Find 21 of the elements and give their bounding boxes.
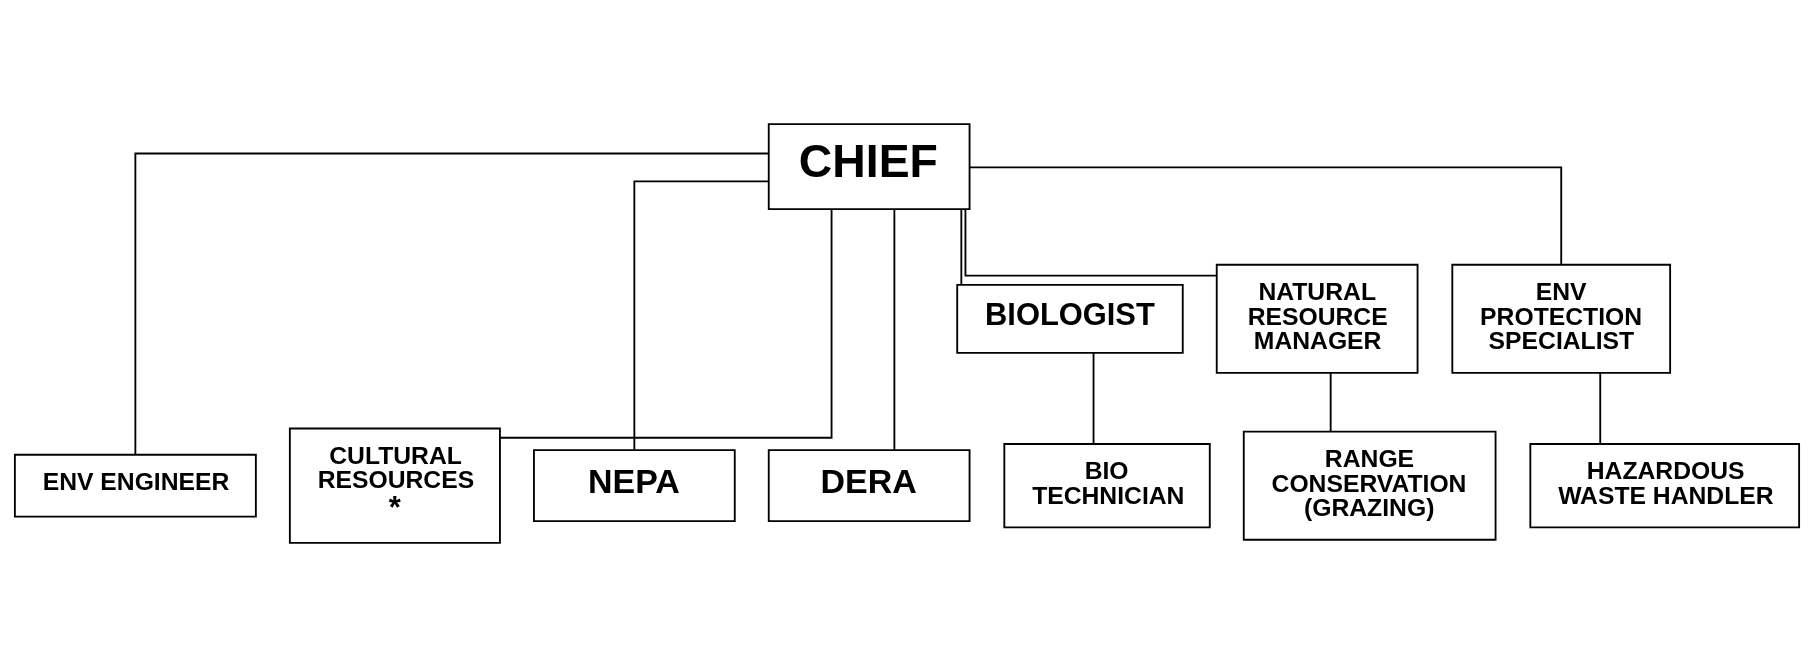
- connector: [964, 208, 1218, 277]
- node-box: ENV ENGINEER: [13, 453, 257, 518]
- connector: [633, 180, 770, 451]
- node-box: DERA: [767, 449, 971, 523]
- node-box: RANGE CONSERVATION (GRAZING): [1242, 430, 1497, 541]
- connector: [968, 166, 1563, 266]
- connector: [893, 208, 896, 451]
- node-box: CULTURAL RESOURCES *: [288, 427, 501, 544]
- node-box: CHIEF: [767, 123, 971, 211]
- connector: [134, 152, 770, 456]
- connector: [960, 208, 963, 286]
- node-box: HAZARDOUS WASTE HANDLER: [1529, 443, 1801, 529]
- node-box: BIOLOGIST: [956, 283, 1184, 354]
- connector: [1329, 372, 1332, 433]
- node-box: ENV PROTECTION SPECIALIST: [1451, 263, 1672, 374]
- connector: [1599, 372, 1602, 445]
- connector: [1092, 352, 1095, 445]
- node-box: BIO TECHNICIAN: [1003, 443, 1211, 529]
- node-box: NATURAL RESOURCE MANAGER: [1215, 263, 1419, 374]
- connector: [499, 208, 833, 439]
- node-box: NEPA: [533, 449, 736, 523]
